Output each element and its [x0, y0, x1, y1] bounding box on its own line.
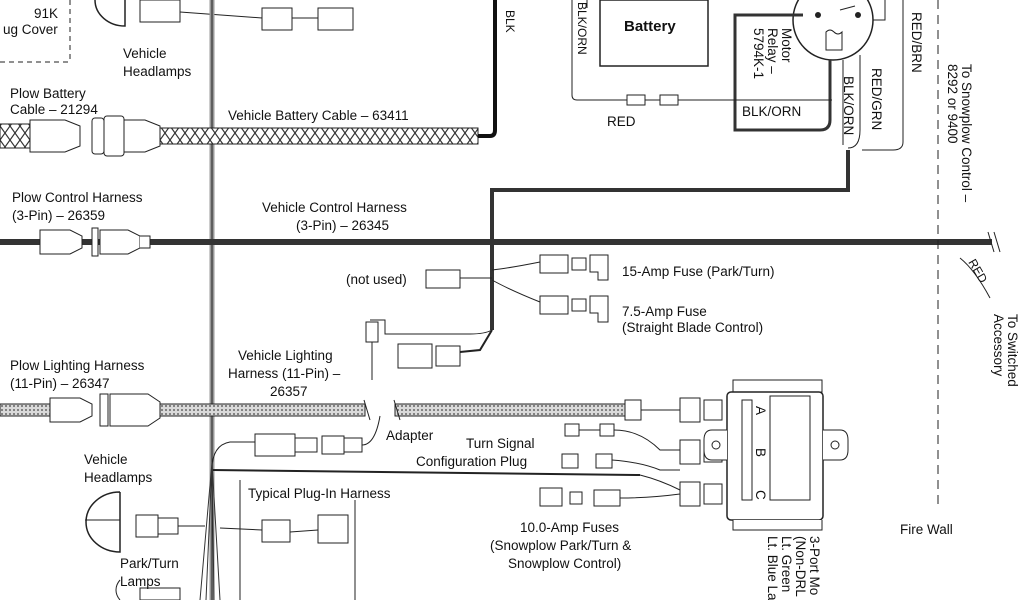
vehicle-lighting-harness-line2: Harness (11-Pin) – [228, 366, 341, 381]
typical-plug-in-label: Typical Plug-In Harness [248, 486, 391, 501]
turn-signal-plug-line2: Configuration Plug [416, 454, 527, 469]
fuse-branch [365, 242, 609, 380]
module-label-a: A [753, 406, 768, 415]
blk-orn-vert-label: BLK/ORN [841, 76, 856, 135]
plow-lighting-harness-line2: (11-Pin) – 26347 [10, 376, 110, 391]
red-grn-label: RED/GRN [869, 68, 884, 130]
adapter-label: Adapter [386, 428, 434, 443]
module-label-c: C [753, 490, 768, 500]
vehicle-control-harness-line2: (3-Pin) – 26345 [296, 218, 389, 233]
red-brn-label: RED/BRN [909, 12, 924, 73]
red-right-label: RED [965, 257, 990, 286]
module-caption-line1: 3-Port Mo [807, 536, 822, 595]
vehicle-lighting-harness-line3: 26357 [270, 384, 308, 399]
to-snowplow-control-line1: To Snowplow Control – [959, 64, 974, 203]
red-wire-label: RED [607, 114, 636, 129]
motor-relay-line2: Relay – [765, 28, 780, 74]
fuse-75-line1: 7.5-Amp Fuse [622, 304, 707, 319]
to-switched-accessory-line1: To Switched [1005, 314, 1020, 387]
blk-top-label: BLK [503, 10, 517, 33]
vehicle-headlamps-bottom-line1: Vehicle [84, 452, 128, 467]
vehicle-headlamps-top-line2: Headlamps [123, 64, 192, 79]
module-caption-line4: Lt. Blue La [765, 536, 780, 600]
fuses-10-line3: Snowplow Control) [508, 556, 621, 571]
plow-lighting-harness-line1: Plow Lighting Harness [10, 358, 145, 373]
to-switched-accessory-line2: Accessory [991, 314, 1006, 377]
not-used-label: (not used) [346, 272, 407, 287]
blk-orn-mid-label: BLK/ORN [742, 104, 801, 119]
red-battery-feed [626, 94, 832, 106]
battery-label: Battery [624, 18, 676, 35]
fuse-15-label: 15-Amp Fuse (Park/Turn) [622, 264, 775, 279]
plow-battery-cable-line2: Cable – 21294 [10, 102, 98, 117]
plow-control-harness-line2: (3-Pin) – 26359 [12, 208, 105, 223]
battery-symbol [571, 0, 709, 101]
park-turn-lamps-line1: Park/Turn [120, 556, 179, 571]
battery-cable [0, 0, 497, 157]
vehicle-lighting-harness-line1: Vehicle Lighting [238, 348, 333, 363]
to-snowplow-control-line2: 8292 or 9400 [945, 64, 960, 144]
fuses-10-line1: 10.0-Amp Fuses [520, 520, 619, 535]
control-harness [0, 227, 1001, 299]
fuses-10-amp [539, 487, 681, 507]
bottom-headlamp [85, 461, 356, 600]
vehicle-control-harness-line1: Vehicle Control Harness [262, 200, 407, 215]
module-label-b: B [753, 448, 768, 457]
module-caption-line3: Lt. Green [779, 536, 794, 592]
park-turn-lamps-line2: Lamps [120, 574, 161, 589]
vehicle-battery-cable-label: Vehicle Battery Cable – 63411 [228, 108, 409, 123]
adapter-connectors [211, 415, 641, 476]
module-caption-line2: (Non-DRL [793, 536, 808, 597]
motor-relay [490, 0, 904, 240]
turn-signal-plug-line1: Turn Signal [466, 436, 535, 451]
three-port-module [703, 379, 849, 531]
turn-signal-plug [561, 423, 681, 491]
vehicle-headlamps-top-line1: Vehicle [123, 46, 167, 61]
plow-battery-cable-line1: Plow Battery [10, 86, 86, 101]
fuse-75-line2: (Straight Blade Control) [622, 320, 763, 335]
motor-relay-line3: 5794K-1 [751, 28, 766, 79]
top-left-partial-label-1: 91K [34, 6, 58, 21]
blk-orn-top-label: BLK/ORN [575, 2, 589, 55]
plow-control-harness-line1: Plow Control Harness [12, 190, 143, 205]
top-left-headlamp [0, 0, 354, 63]
motor-relay-line1: Motor [779, 28, 794, 63]
lighting-harness [0, 393, 690, 427]
vehicle-headlamps-bottom-line2: Headlamps [84, 470, 153, 485]
fire-wall-label: Fire Wall [900, 522, 953, 537]
fuses-10-line2: (Snowplow Park/Turn & [490, 538, 631, 553]
top-left-partial-label-2: ug Cover [3, 22, 58, 37]
